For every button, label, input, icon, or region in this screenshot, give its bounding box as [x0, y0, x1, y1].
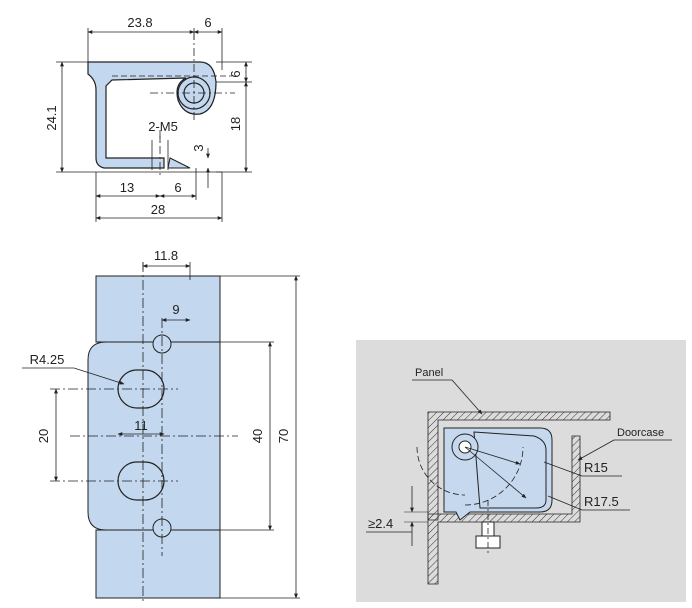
- dim-bottom-left: 13: [120, 180, 134, 195]
- dim-bottom-mid: 6: [174, 180, 181, 195]
- dim-width-right: 6: [204, 15, 211, 30]
- dim-thread: 2-M5: [148, 119, 178, 134]
- dim-hole-pitch: 20: [36, 429, 51, 443]
- dim-slot-width: 9: [172, 302, 179, 317]
- install-doorcase: [427, 435, 581, 585]
- dim-width-left: 23.8: [127, 15, 152, 30]
- front-view: 11.8 9 R4.25 20 11 40 70: [22, 248, 300, 602]
- top-view-lip: [167, 157, 191, 169]
- label-panel: Panel: [415, 367, 443, 379]
- label-r-small: R15: [584, 460, 608, 475]
- install-view: Panel Doorcase R15 R17.5 ≥2.4: [356, 340, 686, 602]
- label-r-large: R17.5: [584, 494, 619, 509]
- dim-leaf-height: 40: [250, 429, 265, 443]
- dim-offset: 11.8: [154, 248, 178, 263]
- label-doorcase: Doorcase: [617, 427, 664, 439]
- install-hinge-inner: [473, 431, 547, 509]
- label-gap: ≥2.4: [368, 516, 393, 531]
- dim-total-height: 70: [276, 429, 291, 443]
- dim-radius: R4.25: [30, 352, 65, 367]
- dim-right-height: 18: [228, 117, 243, 131]
- top-view: 23.8 6 24.1 6 18 2-M5 3 13 6 28: [44, 15, 252, 222]
- dim-total-width: 28: [151, 202, 165, 217]
- front-view-bottom-leaf: [95, 529, 221, 599]
- dim-gap: 3: [191, 144, 206, 151]
- front-view-top-leaf: [95, 275, 221, 343]
- dim-right-top: 6: [228, 70, 243, 77]
- dim-height-total: 24.1: [44, 105, 59, 130]
- dim-slot-len: 11: [134, 418, 148, 433]
